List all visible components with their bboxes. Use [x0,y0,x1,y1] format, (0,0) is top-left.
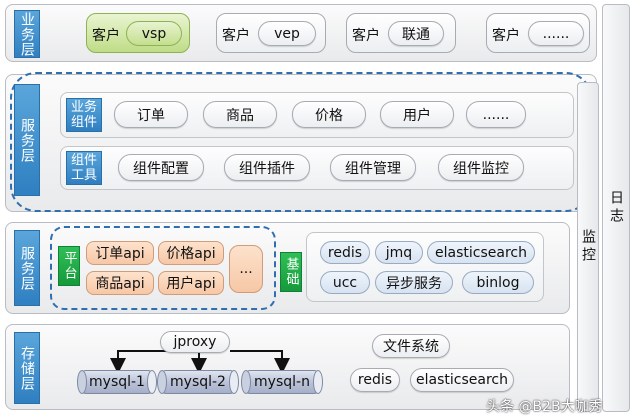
foundation-async-service[interactable]: 异步服务 [375,271,453,294]
api-product[interactable]: 商品api [86,271,154,295]
business-component-user[interactable]: 用户 [380,101,454,128]
client-prefix: 客户 [492,28,520,44]
service-layer-lower-label: 服务层 [14,230,40,306]
storage-filesystem[interactable]: 文件系统 [372,334,450,358]
client-prefix: 客户 [92,28,120,44]
business-components-label: 业务组件 [66,98,102,132]
watermark-text: 头条 @B2B大咖秀 [486,399,603,415]
client-prefix: 客户 [222,28,250,44]
db-mysql-2[interactable]: mysql-2 [157,370,239,394]
component-tools-label: 组件工具 [66,151,102,185]
foundation-label: 基础 [280,252,302,292]
foundation-elasticsearch[interactable]: elasticsearch [427,241,535,264]
api-price[interactable]: 价格api [158,241,224,265]
client-name-vsp: vsp [126,21,182,46]
storage-redis[interactable]: redis [350,368,400,392]
client-name-liantong: 联通 [388,21,444,46]
tool-component-plugin[interactable]: 组件插件 [224,154,310,181]
client-name-more: ...... [528,21,584,46]
tool-component-config[interactable]: 组件配置 [118,154,204,181]
storage-layer-label: 存储层 [14,332,40,404]
api-user[interactable]: 用户api [158,271,224,295]
foundation-jmq[interactable]: jmq [375,241,423,264]
platform-dashed-outline [50,226,276,310]
connector-line [110,350,168,374]
business-component-price[interactable]: 价格 [292,101,366,128]
foundation-binlog[interactable]: binlog [462,271,534,294]
business-component-product[interactable]: 商品 [203,101,277,128]
db-mysql-n[interactable]: mysql-n [241,370,323,394]
platform-label: 平台 [58,246,80,286]
api-order[interactable]: 订单api [86,241,154,265]
api-more[interactable]: ... [229,245,263,293]
foundation-redis[interactable]: redis [320,241,370,264]
business-layer-label: 业务层 [14,10,40,58]
foundation-ucc[interactable]: ucc [320,271,370,294]
client-prefix: 客户 [352,28,380,44]
db-mysql-1[interactable]: mysql-1 [77,370,157,394]
tool-component-management[interactable]: 组件管理 [330,154,416,181]
tool-component-monitoring[interactable]: 组件监控 [438,154,524,181]
client-name-vep: vep [258,21,316,46]
service-layer-upper-label: 服务层 [14,84,40,196]
monitor-bar[interactable]: 监控 [577,82,599,412]
storage-elasticsearch[interactable]: elasticsearch [410,368,514,392]
connector-line [230,350,290,374]
business-component-more[interactable]: ...... [466,101,526,128]
log-bar[interactable]: 日志 [602,4,630,412]
business-component-order[interactable]: 订单 [114,101,188,128]
jproxy-node[interactable]: jproxy [160,331,230,353]
